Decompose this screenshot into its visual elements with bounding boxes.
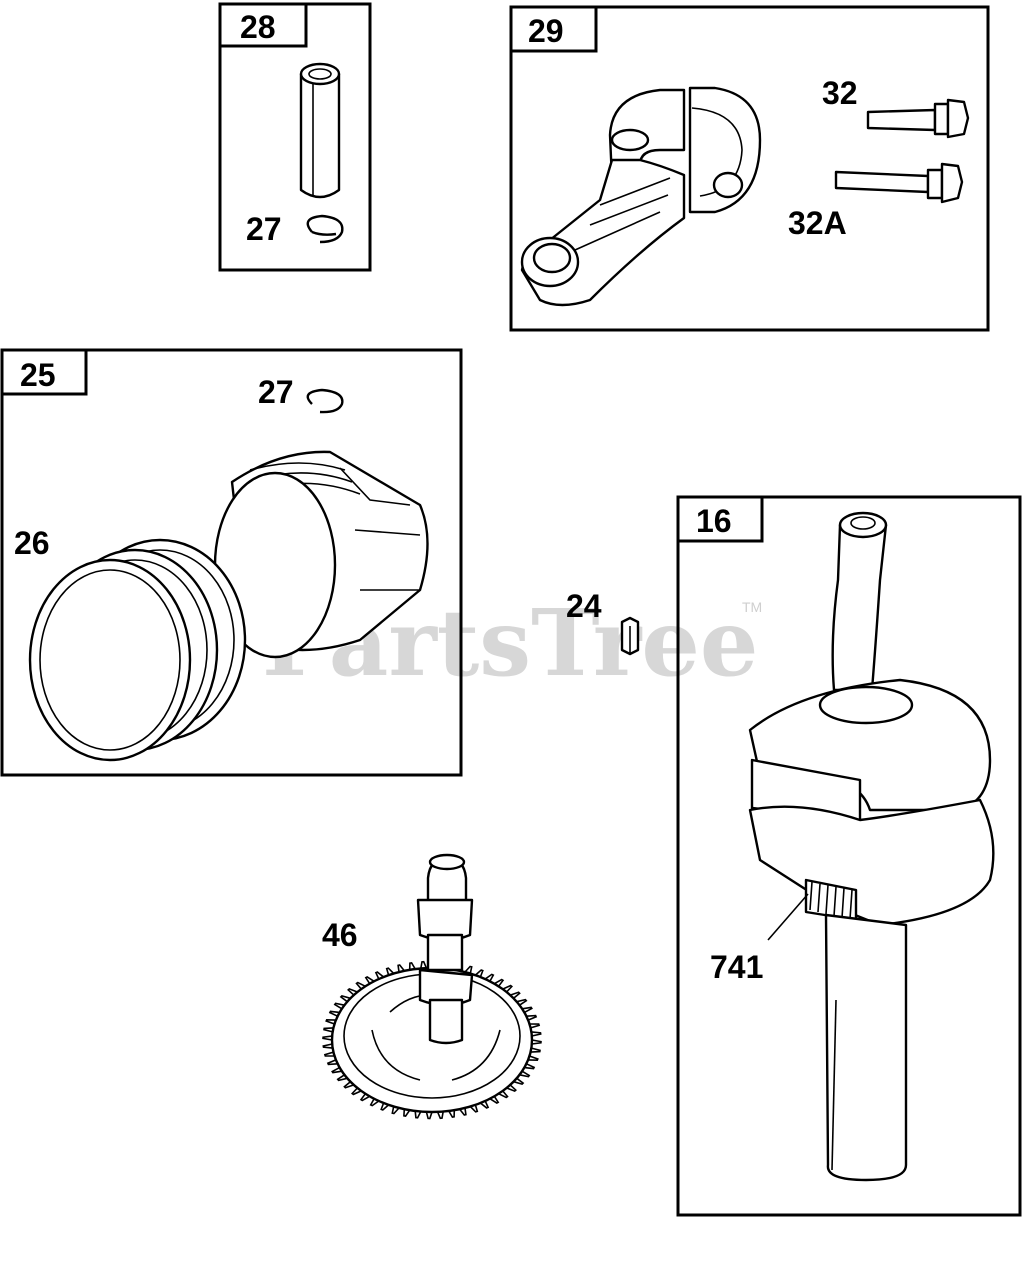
callout-27: 27 [258,374,294,410]
gear-tooth [469,1104,479,1113]
gear-tooth [333,1002,345,1010]
gear-tooth [484,973,495,982]
gear-tooth [355,981,366,990]
gear-tooth [479,1100,490,1109]
callout-741: 741 [710,949,763,985]
callout-27-top: 27 [246,211,282,247]
gear-tooth [397,964,405,973]
gear-tooth [408,962,416,970]
gear-tooth [322,1035,333,1041]
gear-tooth [436,1111,444,1120]
gear-tooth [489,1095,500,1105]
gear-tooth [351,1087,362,1096]
callout-32a: 32A [788,205,847,241]
gear-tooth [369,1098,380,1107]
gear-tooth [364,975,375,985]
gear-tooth [526,1014,538,1021]
bolt-32-part[interactable] [866,98,970,139]
box-25-number: 25 [20,357,56,393]
callout-24: 24 [566,588,602,624]
gear-tooth [420,960,428,969]
gear-tooth [339,995,351,1003]
gear-tooth [347,987,358,996]
callout-32: 32 [822,75,858,111]
gear-tooth [528,1055,539,1062]
gear-tooth [506,1084,517,1093]
bolt-32a-part[interactable] [834,162,964,204]
box-29[interactable]: 29 32 32A [509,5,990,332]
callout-741-leader [767,893,809,941]
gear-tooth [509,991,521,999]
gear-tooth [391,1106,400,1115]
box-29-number: 29 [528,13,564,49]
gear-tooth [336,1074,348,1082]
gear-tooth [521,1006,533,1014]
box-16[interactable]: 16 741 [676,495,1022,1217]
piston-part[interactable] [213,450,429,659]
gear-tooth [414,1110,422,1119]
gear-tooth [464,965,473,974]
camshaft-46-part[interactable] [322,853,542,1120]
box-25[interactable]: 25 27 26 [0,348,463,777]
box-28[interactable]: 28 27 [218,2,372,272]
gear-tooth [531,1039,542,1045]
gear-tooth [385,967,395,976]
gear-tooth [448,1110,456,1118]
circlip-27-part[interactable] [306,388,344,414]
gear-tooth [529,1023,541,1029]
gear-tooth [498,1090,509,1099]
gear-tooth [326,1059,338,1066]
gear-tooth [325,1018,336,1025]
crankshaft-part[interactable] [748,511,995,1182]
trademark-symbol: TM [742,599,762,615]
gear-tooth [531,1031,542,1037]
gear-tooth [331,1066,343,1074]
gear-tooth [322,1043,333,1049]
gear-tooth [513,1077,525,1085]
gear-tooth [493,978,505,987]
gear-tooth [403,1109,411,1117]
callout-26: 26 [14,525,50,561]
gear-tooth [459,1107,467,1116]
piston-pin-part[interactable] [299,62,341,199]
gear-tooth [323,1051,335,1057]
gear-tooth [502,984,513,993]
box-16-number: 16 [696,503,732,539]
gear-tooth [474,969,484,978]
key-24-part[interactable] [620,616,640,656]
gear-tooth [530,1047,541,1053]
gear-tooth [343,1081,355,1089]
gear-tooth [519,1070,531,1078]
gear-tooth [516,998,528,1006]
gear-tooth [425,1111,433,1120]
circlip-part[interactable] [306,214,344,244]
gear-tooth [374,971,385,980]
gear-tooth [524,1063,536,1070]
gear-tooth [359,1093,371,1102]
box-28-number: 28 [240,9,276,45]
piston-rings-part[interactable] [28,538,247,762]
gear-tooth [328,1010,340,1017]
callout-46: 46 [322,917,358,953]
gear-tooth [380,1102,390,1111]
connecting-rod-part[interactable] [520,86,762,307]
gear-tooth [323,1027,334,1033]
